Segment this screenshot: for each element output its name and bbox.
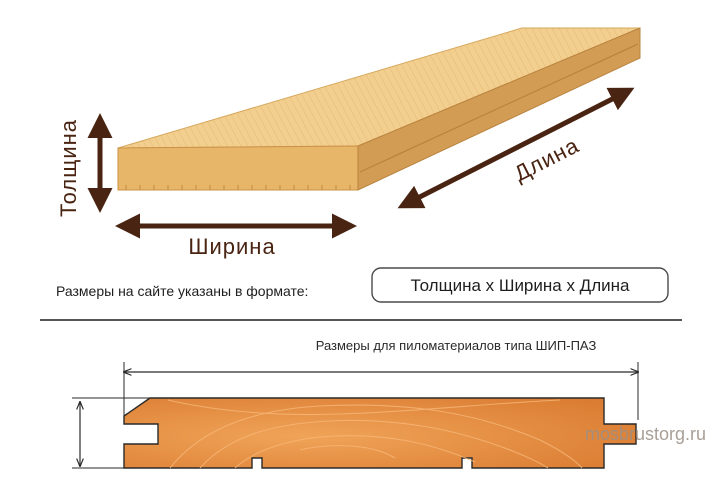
format-note: Размеры на сайте указаны в формате: (56, 283, 308, 299)
board-3d (117, 27, 641, 191)
board-bottom-ribs (125, 185, 351, 190)
format-box (371, 267, 669, 303)
width-label: Ширина (188, 234, 275, 259)
profile-wood-grain (167, 399, 583, 469)
tongue-groove-profile (123, 397, 637, 469)
board-front-face (117, 145, 359, 191)
watermark: mosbrustorg.ru (585, 424, 706, 444)
length-arrow (397, 87, 635, 209)
thickness-label: Толщина (56, 119, 81, 217)
profile-caption: Размеры для пиломатериалов типа ШИП-ПАЗ (316, 338, 597, 353)
length-label: Длина (510, 132, 583, 186)
format-value: Толщина х Ширина х Длина (411, 276, 630, 295)
